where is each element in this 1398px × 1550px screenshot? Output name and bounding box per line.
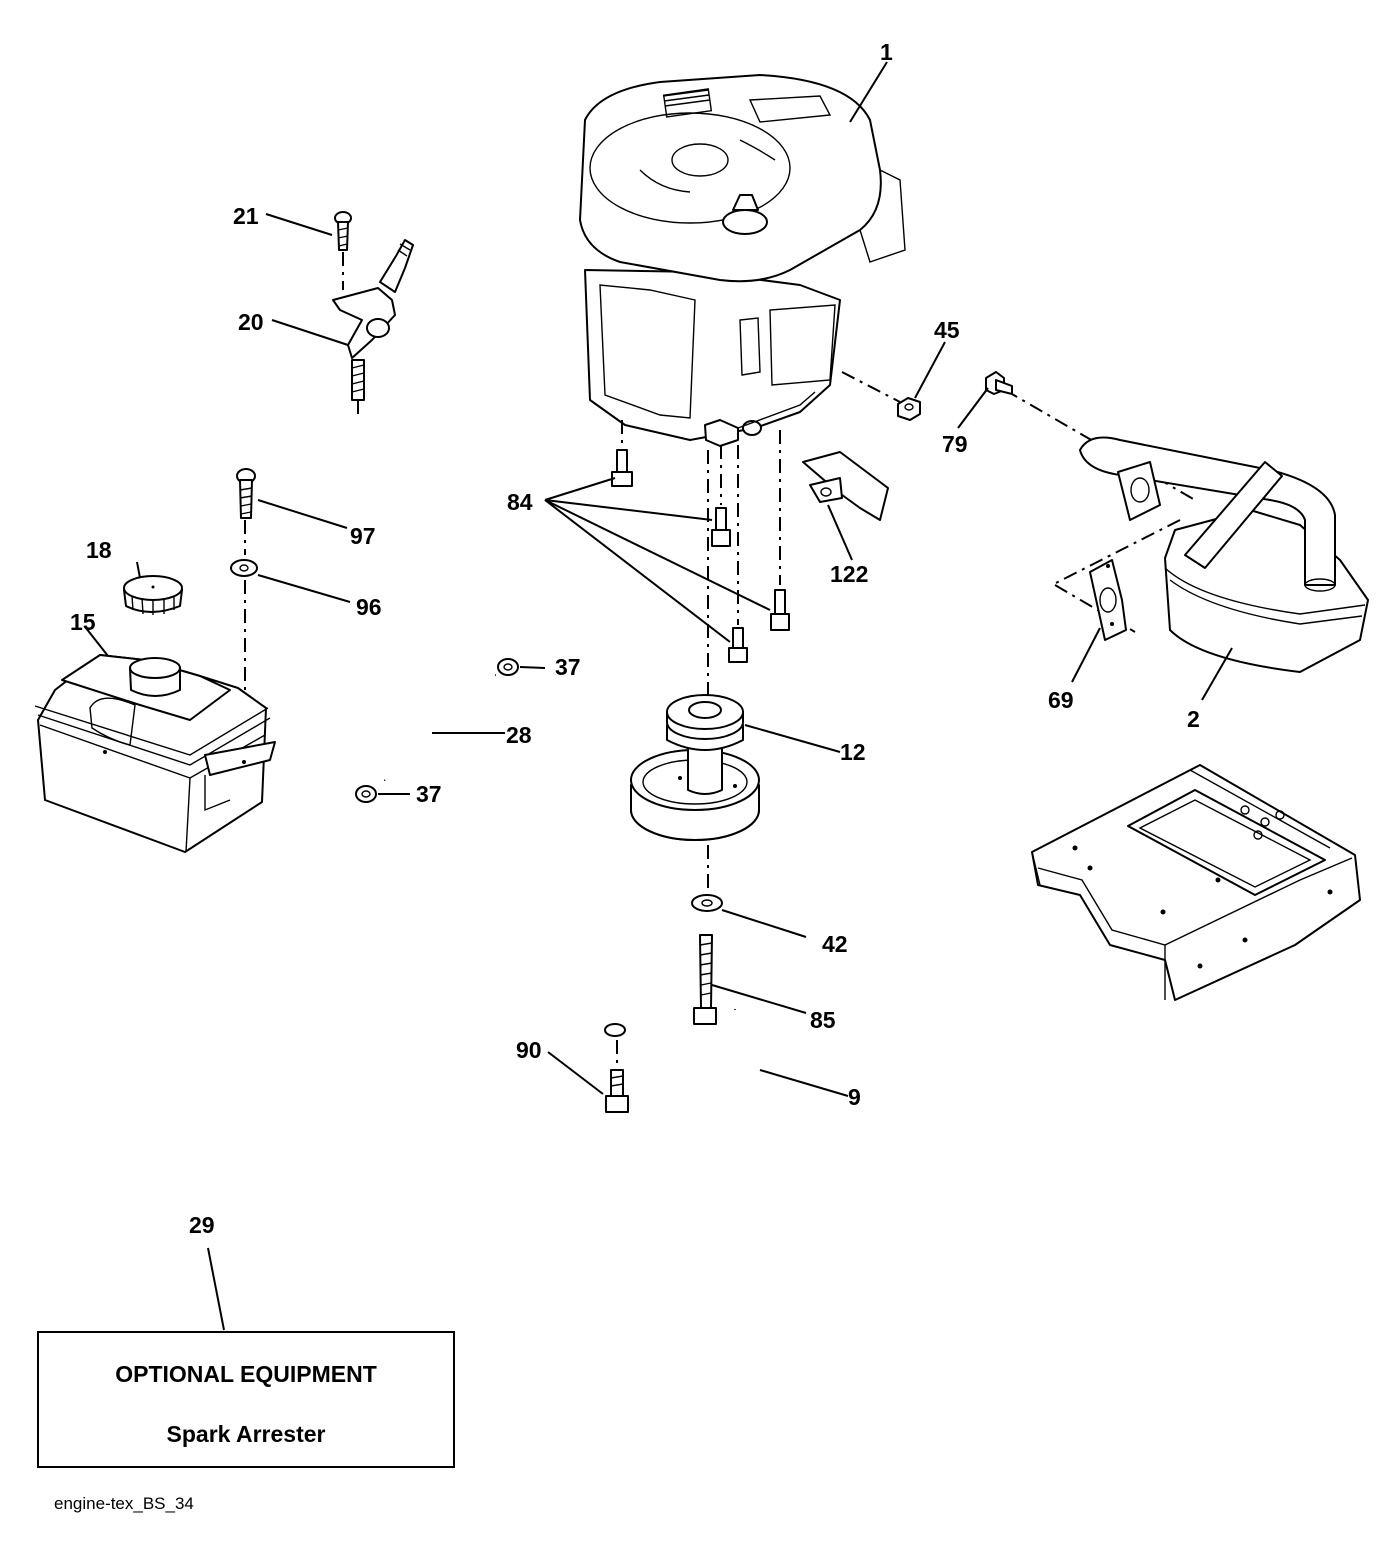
callout-97: 97 xyxy=(350,523,376,549)
screw-97 xyxy=(236,468,256,519)
engine xyxy=(579,74,906,447)
fuel-cap-18 xyxy=(123,575,183,615)
callout-45: 45 xyxy=(934,317,960,343)
callout-29: 29 xyxy=(189,1212,215,1238)
callout-96: 96 xyxy=(356,594,382,620)
washer-42 xyxy=(691,894,723,912)
hose-clamp-37-top xyxy=(497,658,519,676)
fuel-tank-15 xyxy=(34,654,276,853)
bolt-84-c xyxy=(770,589,790,631)
callout-28: 28 xyxy=(506,722,532,748)
callout-2: 2 xyxy=(1187,706,1200,732)
callout-15: 15 xyxy=(70,609,96,635)
fuel-line-28 xyxy=(383,672,496,782)
gasket-69 xyxy=(1089,559,1127,641)
callout-85: 85 xyxy=(810,1007,836,1033)
optional-equipment-box: OPTIONAL EQUIPMENT Spark Arrester xyxy=(37,1331,455,1468)
callout-79: 79 xyxy=(942,431,968,457)
callout-69: 69 xyxy=(1048,687,1074,713)
callout-18: 18 xyxy=(86,537,112,563)
callout-42: 42 xyxy=(822,931,848,957)
callout-20: 20 xyxy=(238,309,264,335)
callout-1: 1 xyxy=(880,39,893,65)
belt-guide-9 xyxy=(604,1009,777,1087)
washer-96 xyxy=(230,559,258,577)
bolt-90 xyxy=(605,1069,629,1113)
callout-37-top: 37 xyxy=(555,654,581,680)
nut-45 xyxy=(897,397,921,421)
screw-21 xyxy=(334,211,352,290)
muffler-2 xyxy=(1079,436,1369,673)
leader-lines xyxy=(85,61,1233,1331)
spark-arrester-label: Spark Arrester xyxy=(166,1421,326,1447)
callout-9: 9 xyxy=(848,1084,861,1110)
optional-equipment-title: OPTIONAL EQUIPMENT xyxy=(115,1361,377,1387)
bolt-84-b xyxy=(711,507,731,547)
callout-90: 90 xyxy=(516,1037,542,1063)
bolt-84-d xyxy=(728,627,748,663)
throttle-control-bracket xyxy=(332,239,414,401)
callout-21: 21 xyxy=(233,203,259,229)
callout-84: 84 xyxy=(507,489,533,515)
deflector-122 xyxy=(802,451,889,521)
callout-122: 122 xyxy=(830,561,868,587)
bolt-84-a xyxy=(611,449,633,487)
engine-mount-plate xyxy=(1031,764,1361,1001)
hose-clamp-37-bottom xyxy=(355,785,377,803)
callout-37-bottom: 37 xyxy=(416,781,442,807)
callout-labels: 1 21 20 45 79 84 97 18 122 96 15 37 69 2… xyxy=(70,39,1200,1238)
bolt-79 xyxy=(985,371,1013,395)
engine-pulley-12 xyxy=(630,694,760,841)
callout-12: 12 xyxy=(840,739,866,765)
bolt-85 xyxy=(693,934,717,1025)
drawing-id: engine-tex_BS_34 xyxy=(54,1494,194,1513)
